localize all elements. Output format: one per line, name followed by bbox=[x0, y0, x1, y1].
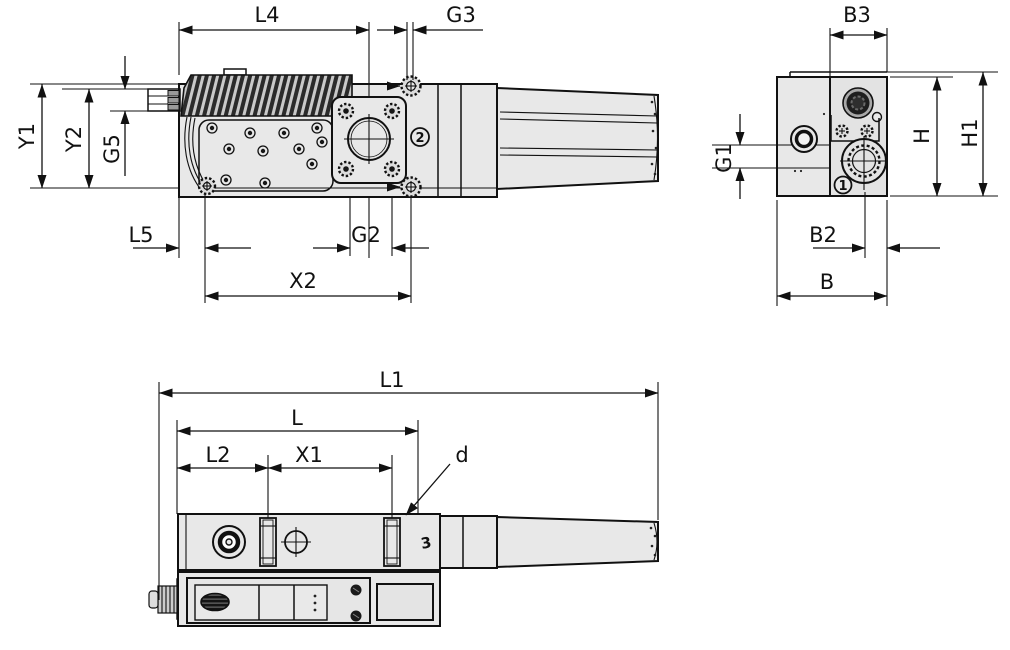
end-view-labels: B3 G1 H H1 B2 B bbox=[712, 3, 982, 294]
d-leader-line bbox=[405, 463, 451, 516]
dim-label-G3: G3 bbox=[446, 3, 476, 27]
side-view-body: 2 bbox=[147, 68, 659, 198]
plate-holes bbox=[206, 122, 328, 189]
clamp-screw-bottom bbox=[387, 176, 422, 198]
bracket-screw-left bbox=[835, 124, 849, 138]
panel-screw-top bbox=[350, 584, 362, 596]
electrical-connector bbox=[830, 87, 883, 142]
bracket-screw-right bbox=[860, 124, 874, 138]
controller-panel bbox=[148, 571, 441, 627]
panel-screw-bottom bbox=[350, 610, 362, 622]
dim-label-L2: L2 bbox=[205, 443, 230, 467]
clamp-screw-top bbox=[387, 75, 422, 97]
pin-hole bbox=[871, 111, 883, 123]
dim-label-B2: B2 bbox=[809, 223, 837, 247]
flange-screw-top-right bbox=[383, 102, 401, 120]
position-1-label: 1 bbox=[838, 179, 847, 194]
side-view: 2 bbox=[15, 3, 659, 303]
indicator-dots bbox=[313, 594, 317, 612]
flange-screw-top-left bbox=[337, 102, 355, 120]
dim-label-H1: H1 bbox=[958, 118, 982, 147]
flange-screw-bottom-left bbox=[337, 160, 355, 178]
end-view-body: 1 bbox=[712, 71, 888, 197]
motor-taper bbox=[496, 86, 659, 191]
end-view-dimensions bbox=[735, 28, 998, 306]
dim-label-G1: G1 bbox=[712, 143, 736, 173]
position-marker-3: 3 bbox=[419, 533, 432, 553]
position-marker-1: 1 bbox=[833, 175, 853, 195]
position-marker-2: 2 bbox=[410, 127, 430, 147]
ribbed-grip-strip bbox=[180, 74, 353, 117]
dim-label-L: L bbox=[291, 406, 303, 430]
mounting-slot-1 bbox=[259, 517, 277, 567]
dim-label-L5: L5 bbox=[128, 223, 153, 247]
dim-label-L1: L1 bbox=[379, 368, 404, 392]
dim-label-B3: B3 bbox=[843, 3, 871, 27]
cable-taper bbox=[496, 515, 659, 569]
top-view-labels: L1 L L2 X1 d bbox=[205, 368, 468, 467]
plate-screw bbox=[197, 176, 217, 196]
top-view-body: 3 bbox=[148, 513, 659, 627]
panel-plate bbox=[376, 583, 434, 621]
thread-oval bbox=[200, 592, 230, 612]
mid-section bbox=[439, 515, 498, 569]
crosshair-hole bbox=[281, 527, 311, 557]
bullseye-port bbox=[212, 525, 246, 559]
dim-label-B: B bbox=[820, 270, 834, 294]
end-view: 1 B3 G1 bbox=[712, 3, 998, 306]
dim-label-L4: L4 bbox=[254, 3, 279, 27]
dim-label-Y2: Y2 bbox=[62, 126, 86, 153]
plug-cap bbox=[148, 590, 159, 609]
side-view-labels: L4 G3 Y1 Y2 G5 L5 G2 X2 bbox=[15, 3, 476, 293]
air-port bbox=[840, 136, 888, 190]
dim-label-X1: X1 bbox=[295, 443, 323, 467]
flange-screw-bottom-right bbox=[383, 160, 401, 178]
dim-label-d: d bbox=[455, 443, 468, 467]
top-tab bbox=[223, 68, 247, 76]
mounting-slot-2 bbox=[383, 517, 401, 567]
dim-label-H: H bbox=[910, 128, 934, 144]
counterbore-hole bbox=[790, 125, 818, 153]
dim-label-G5: G5 bbox=[100, 134, 124, 164]
top-view-dimensions bbox=[158, 382, 659, 600]
dim-label-G2: G2 bbox=[351, 223, 381, 247]
dim-label-Y1: Y1 bbox=[15, 123, 39, 150]
flange-plate bbox=[331, 96, 407, 184]
surface-dots bbox=[793, 112, 826, 173]
drive-rod bbox=[147, 88, 181, 112]
position-2-label: 2 bbox=[415, 131, 424, 146]
dim-label-X2: X2 bbox=[289, 269, 317, 293]
top-view: 3 bbox=[148, 368, 659, 627]
side-view-dimensions bbox=[30, 22, 483, 303]
